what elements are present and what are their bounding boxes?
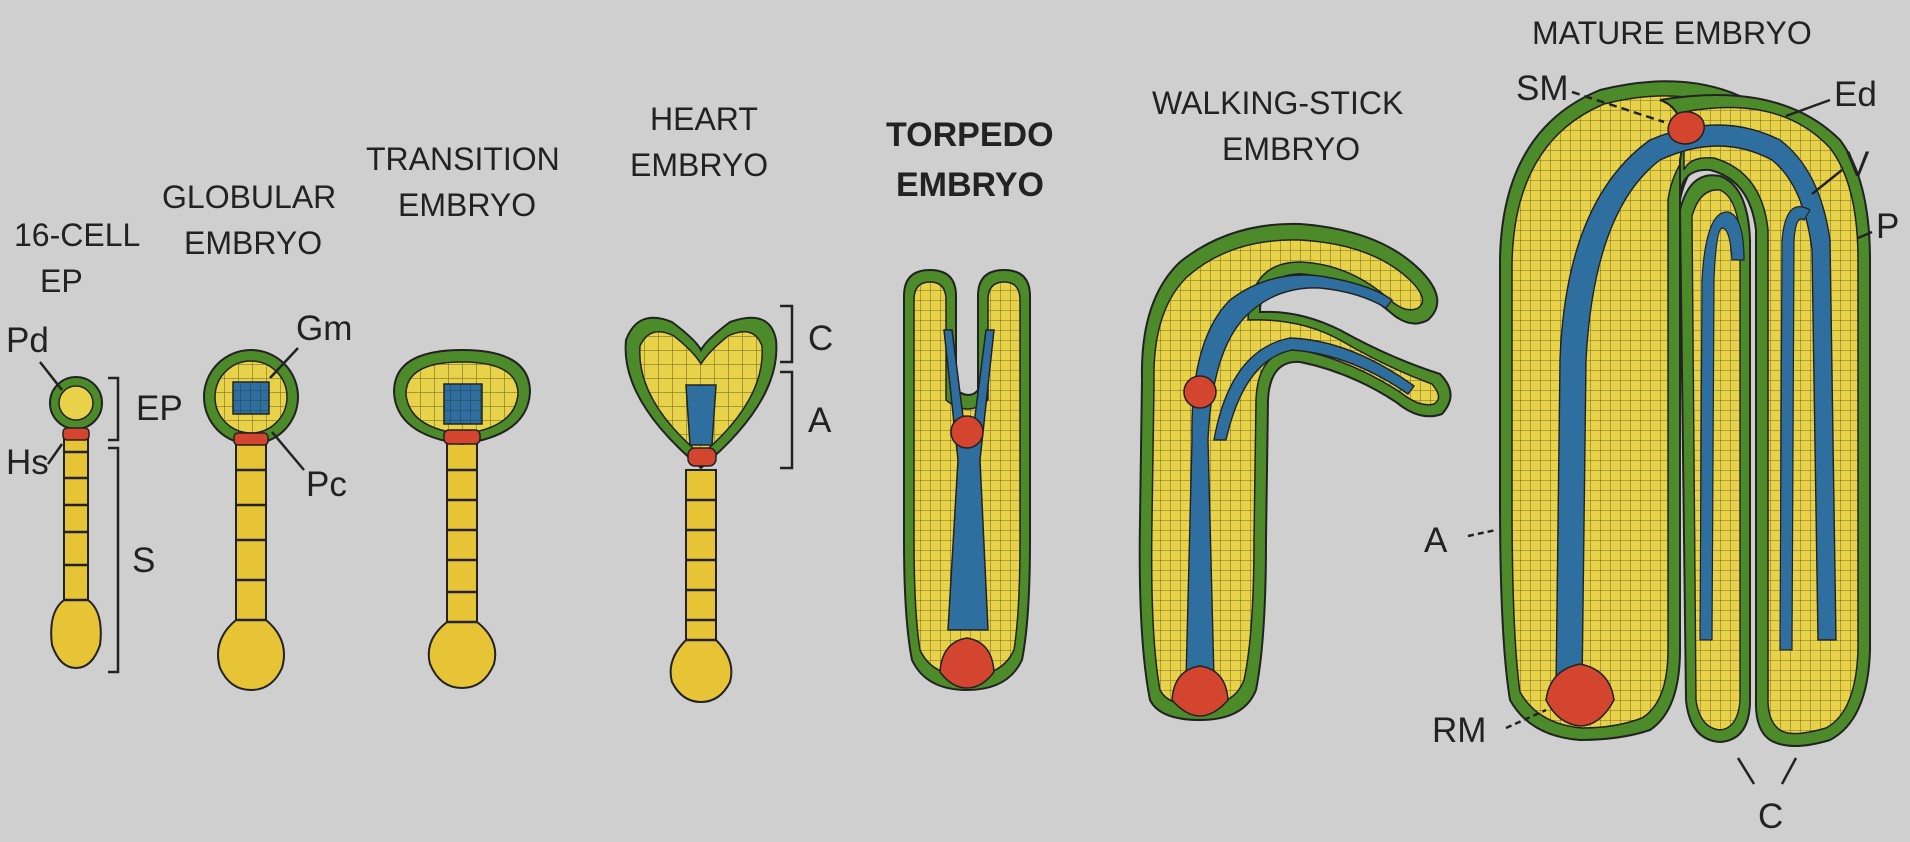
- label-rm: RM: [1432, 711, 1486, 750]
- shoot-meristem: [951, 416, 983, 448]
- title-torpedo-line2: EMBRYO: [896, 166, 1044, 204]
- title-walking-stick-line1: WALKING-STICK: [1152, 85, 1403, 121]
- title-heart-line1: HEART: [650, 101, 758, 137]
- label-gm: Gm: [296, 309, 352, 348]
- label-v: V: [1846, 145, 1870, 184]
- label-ep: EP: [136, 389, 183, 428]
- title-torpedo-line1: TORPEDO: [886, 116, 1054, 154]
- hypophysis: [688, 448, 716, 466]
- label-p: P: [1876, 207, 1899, 246]
- title-globular-line1: GLOBULAR: [162, 179, 336, 215]
- suspensor-shape: [218, 438, 284, 690]
- shoot-meristem: [1184, 376, 1216, 408]
- label-hs: Hs: [6, 443, 49, 482]
- label-a-mature: A: [1424, 521, 1448, 560]
- label-sm: SM: [1516, 69, 1569, 108]
- hypophysis: [234, 433, 268, 445]
- suspensor-shape: [51, 432, 101, 668]
- title-globular-line2: EMBRYO: [184, 225, 322, 261]
- stage-mature: MATURE EMBRYO SM Ed V P A RM C: [1424, 15, 1899, 836]
- label-s: S: [132, 541, 155, 580]
- title-mature: MATURE EMBRYO: [1532, 15, 1812, 51]
- stage-transition: TRANSITION EMBRYO: [366, 141, 560, 688]
- stage-globular: GLOBULAR EMBRYO Gm Pc: [162, 179, 352, 690]
- title-heart-line2: EMBRYO: [630, 147, 768, 183]
- label-a-heart: A: [808, 401, 832, 440]
- hypophysis: [63, 428, 89, 440]
- stage-walking-stick: WALKING-STICK EMBRYO: [1140, 85, 1451, 720]
- title-16-cell-line2: EP: [40, 263, 83, 299]
- stage-heart: HEART EMBRYO C A: [626, 101, 834, 702]
- stage-16-cell: 16-CELL EP Pd EP Hs S: [6, 217, 183, 672]
- hypophysis: [444, 430, 480, 444]
- stage-torpedo: TORPEDO EMBRYO: [886, 116, 1054, 690]
- label-ed: Ed: [1834, 75, 1877, 114]
- title-walking-stick-line2: EMBRYO: [1222, 131, 1360, 167]
- suspensor-shape: [429, 440, 495, 688]
- suspensor-shape: [671, 470, 732, 702]
- title-transition-line1: TRANSITION: [366, 141, 560, 177]
- shoot-meristem: [1668, 112, 1704, 144]
- label-pd: Pd: [6, 321, 49, 360]
- label-pc: Pc: [306, 465, 347, 504]
- title-transition-line2: EMBRYO: [398, 187, 536, 223]
- label-c-heart: C: [808, 319, 833, 358]
- procambium-core: [686, 385, 716, 445]
- inner-cells: [59, 386, 93, 420]
- title-16-cell-line1: 16-CELL: [14, 217, 140, 253]
- label-c-mature: C: [1758, 797, 1783, 836]
